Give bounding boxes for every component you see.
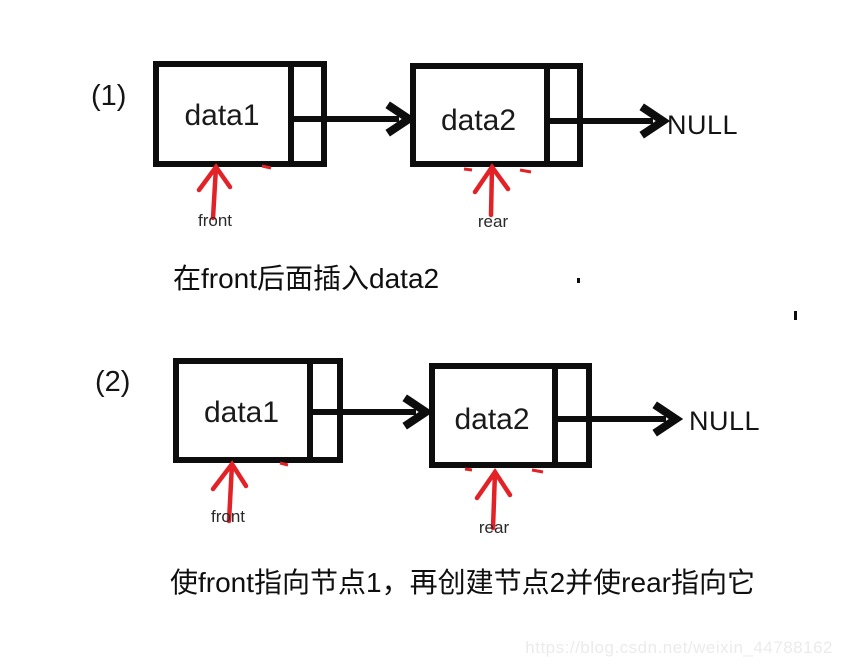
d1-next-arrow (291, 101, 417, 137)
d1-node2-box (410, 63, 583, 167)
diagram1-node2-value: data2 (440, 104, 517, 137)
diagram2-front-label: front (210, 507, 246, 526)
diagram2-node2-value: data2 (454, 403, 530, 436)
diagram2-null-label: NULL (689, 406, 761, 436)
stray-marks (577, 278, 797, 320)
d1-node1-box (153, 61, 327, 167)
diagram1-index-label: (1) (91, 80, 127, 112)
diagram2-index-label: (2) (95, 366, 131, 398)
diagram2-rear-label: rear (478, 518, 510, 537)
diagram2-caption: 使front指向节点1，再创建节点2并使rear指向它 (170, 567, 755, 598)
d1-null-arrow (547, 103, 671, 139)
diagram1-front-label: front (197, 211, 233, 230)
d2-next-arrow (310, 394, 434, 430)
d1-rear-pointer-arrow (463, 163, 532, 218)
d2-null-arrow (555, 401, 684, 437)
d2-front-pointer-arrow (210, 460, 289, 524)
d1-front-pointer-arrow (196, 163, 272, 221)
diagram1-caption: 在front后面插入data2 (173, 263, 440, 294)
diagram2-node1-value: data1 (203, 396, 280, 429)
d2-rear-pointer-arrow (464, 467, 544, 531)
diagram1-null-label: NULL (667, 110, 739, 140)
watermark-url: https://blog.csdn.net/weixin_44788162 (525, 638, 833, 657)
diagram1-rear-label: rear (477, 212, 509, 231)
diagram1-node1-value: data1 (184, 99, 260, 132)
d2-node2-box (429, 363, 592, 468)
